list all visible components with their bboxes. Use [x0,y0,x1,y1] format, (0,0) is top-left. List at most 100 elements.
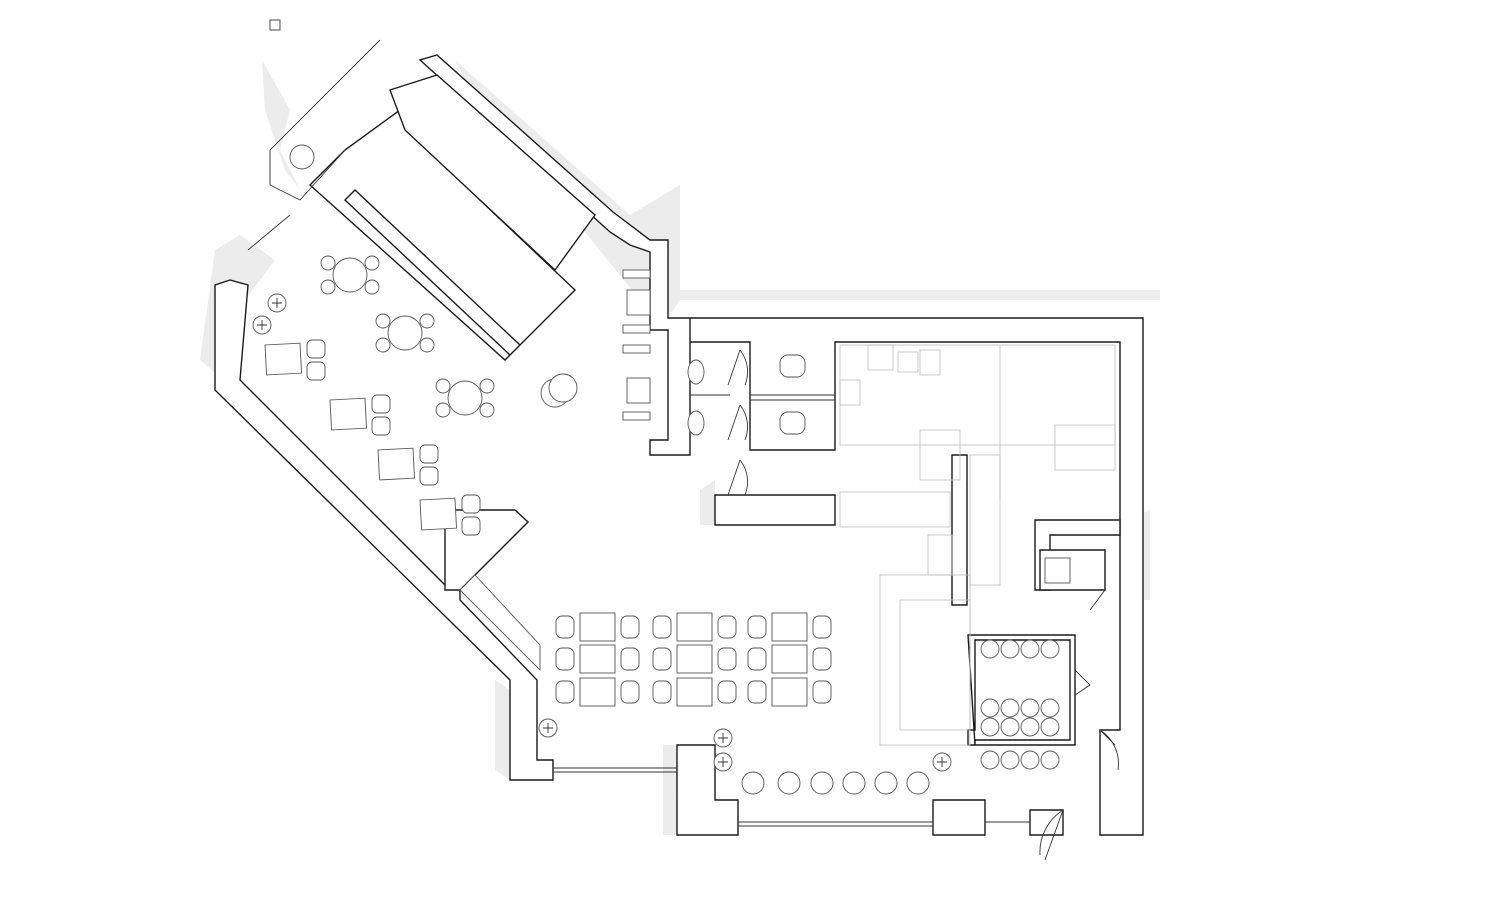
chair [364,255,380,271]
chair [620,680,640,704]
outdoor-area-outline [269,19,281,31]
stool-icon [906,771,930,795]
chair [652,615,672,639]
chair [479,402,495,418]
dining-table [676,677,713,707]
chair [555,615,575,639]
chair [747,615,767,639]
chair [812,680,832,704]
chair [620,647,640,671]
windows [247,214,1030,827]
keg-icon [1020,698,1040,718]
lounge-seating [264,255,495,536]
keg-icon [1040,698,1060,718]
restrooms [687,349,835,496]
left-diagonal-wall [214,279,554,781]
chair [435,378,451,394]
toilet-icon [779,411,806,435]
chair [652,647,672,671]
chair [747,647,767,671]
chair [419,313,435,329]
dining-table [676,644,713,674]
chair [555,680,575,704]
sink [687,359,705,385]
keg-icon [1000,717,1020,737]
cold-room-kegs [980,639,1060,770]
chair [435,402,451,418]
chair [306,361,326,381]
stool-icon [777,771,801,795]
dining-table [676,612,713,642]
bar-stools [741,771,930,795]
dining-table [579,644,616,674]
chair [306,339,326,359]
plant-icon-cross [718,757,728,767]
bottom-wall [676,744,986,836]
bench [459,574,541,672]
cold-room-door[interactable] [1074,669,1091,696]
chair [419,444,439,464]
plants [252,293,952,772]
dining-table [771,677,808,707]
plant-icon-cross [272,298,282,308]
entrance-door[interactable] [1039,729,1119,861]
keg-icon [980,698,1000,718]
stool-icon [741,771,765,795]
keg-icon [1040,639,1060,659]
chair [812,615,832,639]
round-table [332,257,368,293]
bar-stool-pair [548,373,578,403]
keg-icon [1020,717,1040,737]
chair [375,337,391,353]
chair [717,615,737,639]
dining-table [579,677,616,707]
chair [375,313,391,329]
chair [364,279,380,295]
door-swing-icon [727,459,749,496]
keg-icon [1000,750,1020,770]
chair [419,466,439,486]
keg-icon [980,750,1000,770]
chair [371,394,391,414]
stool-icon [842,771,866,795]
keg-icon [1040,750,1060,770]
terrace-plant [289,144,315,170]
plant-icon-cross [937,757,947,767]
keg-icon [1000,639,1020,659]
stool-icon [810,771,834,795]
keg-icon [980,717,1000,737]
sink [687,410,705,436]
booth-end-wall [444,509,530,591]
round-table [447,380,483,416]
stool-icon [874,771,898,795]
dining-table [771,644,808,674]
upper-wing-wall [389,74,596,272]
door-swing-icon [727,404,749,441]
dining-table [771,612,808,642]
kitchen-partition [951,454,968,606]
plant-icon-cross [257,320,267,330]
chair [479,378,495,394]
dining-tables [555,612,832,707]
chair [652,680,672,704]
chair [620,615,640,639]
chair [419,337,435,353]
square-table [329,397,367,431]
round-table [387,315,423,351]
chair [461,516,481,536]
terrace-outline [269,39,381,201]
keg-icon [1000,698,1020,718]
chair [320,279,336,295]
toilet-icon [779,354,806,378]
chair [812,647,832,671]
keg-icon [980,639,1000,659]
chair [320,255,336,271]
chair [461,494,481,514]
square-table [264,342,302,376]
dining-table [579,612,616,642]
door-swing-icon [1089,589,1106,611]
restroom-wall [714,494,836,526]
chair [717,647,737,671]
keg-icon [1020,639,1040,659]
chair [717,680,737,704]
